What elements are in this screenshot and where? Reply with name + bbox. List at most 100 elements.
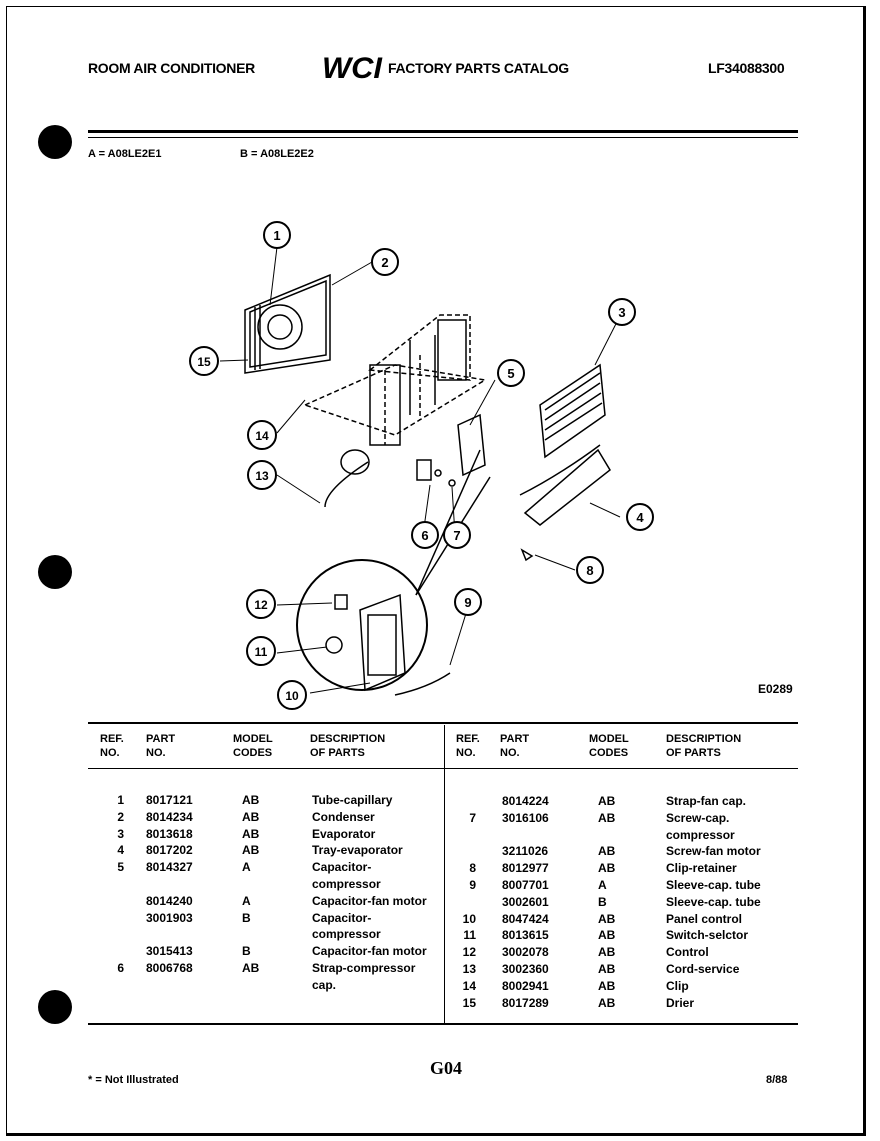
table-cell-model: AB (242, 961, 260, 975)
callout-12: 12 (246, 589, 276, 619)
table-column-divider (444, 725, 445, 1025)
table-cell-model: A (242, 893, 251, 908)
table-cell-part: 8013618 (146, 826, 193, 841)
callout-15: 15 (189, 346, 219, 376)
svg-text:14: 14 (255, 429, 269, 443)
table-cell-desc: Control (666, 945, 709, 960)
table-cell-part: 3002601 (502, 894, 549, 909)
table-cell-desc: Strap-compressor (312, 961, 416, 975)
table-cell-ref: 14 (462, 978, 476, 993)
table-cell-part: 8013615 (502, 928, 549, 943)
svg-text:12: 12 (254, 598, 268, 612)
table-cell-desc: Capacitor- (312, 860, 372, 875)
capacitor-bracket-drawing (416, 413, 486, 487)
table-cell-desc: Screw-fan motor (666, 844, 761, 859)
model-b: B = A08LE2E2 (240, 148, 314, 160)
callout-5: 5 (497, 359, 525, 387)
callout-1: 1 (263, 221, 291, 249)
header-rule (88, 130, 798, 133)
table-cell-part: 3015413 (146, 944, 193, 959)
table-cell-model: AB (242, 826, 260, 841)
table-cell-desc: Capacitor-fan motor (312, 944, 427, 959)
table-cell-desc: compressor (666, 827, 735, 842)
condenser-drawing (244, 273, 331, 374)
table-cell-desc: Tube-capillary (312, 793, 393, 807)
table-bottom-rule (88, 1023, 798, 1025)
table-header-rule (88, 768, 798, 769)
catalog-title: FACTORY PARTS CATALOG (388, 60, 569, 76)
svg-text:6: 6 (421, 528, 428, 543)
control-knob-drawing (334, 594, 348, 610)
table-cell-part: 8007701 (502, 878, 549, 892)
table-cell-model: AB (598, 978, 616, 993)
table-cell-model: AB (598, 861, 616, 876)
table-cell-part: 3016106 (502, 810, 549, 825)
callout-9: 9 (454, 588, 482, 616)
callout-2: 2 (371, 248, 399, 276)
table-cell-desc: Drier (666, 995, 695, 1010)
table-cell-ref: 15 (462, 995, 476, 1010)
table-cell-ref: 2 (117, 809, 124, 824)
table-cell-part: 3211026 (502, 844, 549, 859)
table-cell-desc: Evaporator (312, 826, 376, 841)
wci-logo: WCI (320, 50, 384, 84)
svg-text:3: 3 (618, 305, 625, 320)
table-cell-ref: 8 (469, 861, 476, 876)
table-cell-desc: compressor (312, 877, 381, 891)
punch-hole (38, 990, 72, 1024)
table-top-rule (88, 722, 798, 724)
table-cell-ref: 4 (117, 843, 124, 858)
table-cell-part: 8002941 (502, 978, 549, 993)
selector-switch-drawing (325, 636, 343, 654)
svg-text:10: 10 (285, 689, 299, 703)
clip-retainer-drawing (520, 548, 534, 562)
table-cell-part: 8047424 (502, 911, 549, 926)
callout-6: 6 (411, 521, 439, 549)
table-cell-model: AB (598, 794, 616, 808)
table-cell-ref: 7 (469, 810, 476, 825)
table-cell-model: B (242, 910, 251, 925)
table-cell-part: 8012977 (502, 861, 549, 876)
table-cell-desc: Cord-service (666, 962, 740, 976)
table-cell-ref: 5 (117, 860, 124, 875)
not-illustrated-note: * = Not Illustrated (88, 1074, 179, 1086)
capillary-coil-drawing (340, 449, 370, 475)
evaporator-tray-drawing (519, 444, 611, 526)
header-ref-left: REF.NO. (100, 733, 124, 759)
detail-circle (296, 559, 428, 691)
table-cell-desc: compressor (312, 927, 381, 942)
table-cell-model: AB (598, 945, 616, 960)
page-frame (6, 6, 866, 1136)
table-cell-part: 8014234 (146, 809, 193, 824)
table-cell-part: 8017289 (502, 995, 549, 1010)
table-cell-model: B (598, 894, 607, 909)
punch-hole (38, 125, 72, 159)
svg-text:1: 1 (273, 228, 280, 243)
callout-3: 3 (608, 298, 636, 326)
table-cell-ref: 1 (117, 793, 124, 807)
svg-text:8: 8 (586, 563, 593, 578)
table-cell-desc: Clip-retainer (666, 861, 737, 876)
table-cell-desc: Strap-fan cap. (666, 794, 747, 808)
callout-10: 10 (277, 680, 307, 710)
table-cell-desc: Sleeve-cap. tube (666, 894, 761, 909)
table-cell-ref: 10 (462, 911, 476, 926)
table-cell-model: AB (598, 810, 616, 825)
table-cell-part: 3002078 (502, 945, 549, 960)
table-cell-desc: Capacitor-fan motor (312, 893, 427, 908)
table-cell-model: AB (242, 793, 260, 807)
table-cell-model: AB (598, 995, 616, 1010)
table-cell-part: 8017121 (146, 793, 193, 807)
exploded-parts-diagram: 1 2 3 4 5 6 7 8 9 10 11 12 13 14 15 (189, 221, 654, 710)
table-cell-desc: Capacitor- (312, 910, 372, 925)
table-cell-ref: 13 (462, 962, 476, 976)
table-cell-desc: Clip (666, 978, 689, 993)
punch-hole (38, 555, 72, 589)
table-cell-model: AB (242, 809, 260, 824)
table-cell-desc: Condenser (312, 809, 375, 824)
compressor-drawing (369, 319, 467, 446)
callout-13: 13 (247, 460, 277, 490)
